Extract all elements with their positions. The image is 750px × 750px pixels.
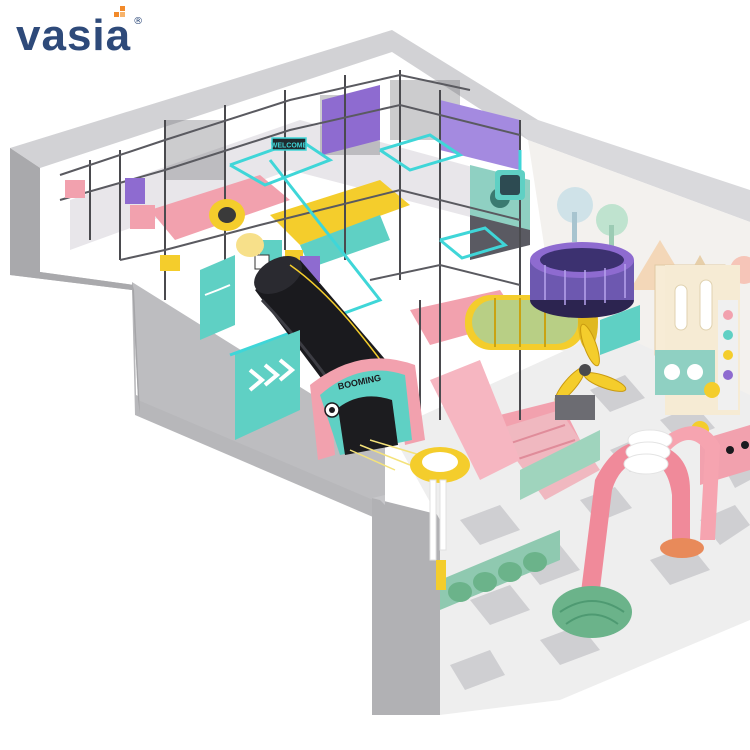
green-hill-fence bbox=[440, 430, 600, 610]
tunnel-arch: BOOMING bbox=[310, 358, 425, 471]
brand-logo: vasia ® bbox=[16, 6, 144, 60]
right-back-wall bbox=[510, 120, 750, 222]
interactive-wall-panel bbox=[655, 265, 750, 485]
brand-name: vasia bbox=[16, 11, 132, 60]
chevron-panel bbox=[235, 330, 300, 440]
welcome-sign bbox=[271, 137, 307, 151]
purple-drum bbox=[530, 242, 640, 355]
front-wall bbox=[372, 498, 440, 715]
pink-arch bbox=[552, 426, 720, 638]
logo-accent-icon bbox=[114, 6, 125, 17]
registered-mark: ® bbox=[133, 16, 144, 27]
welcome-sign-text: WELCOME bbox=[271, 143, 308, 150]
flower-lamp-post bbox=[410, 447, 470, 590]
